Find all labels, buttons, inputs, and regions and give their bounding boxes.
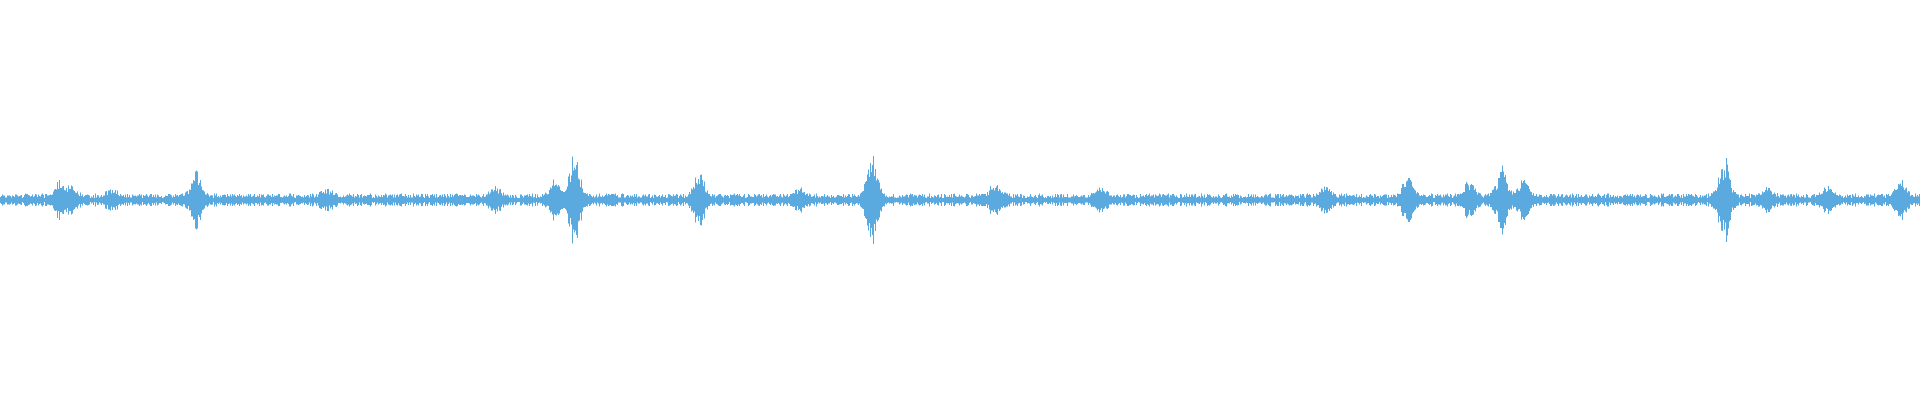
waveform-samples xyxy=(0,156,1920,244)
